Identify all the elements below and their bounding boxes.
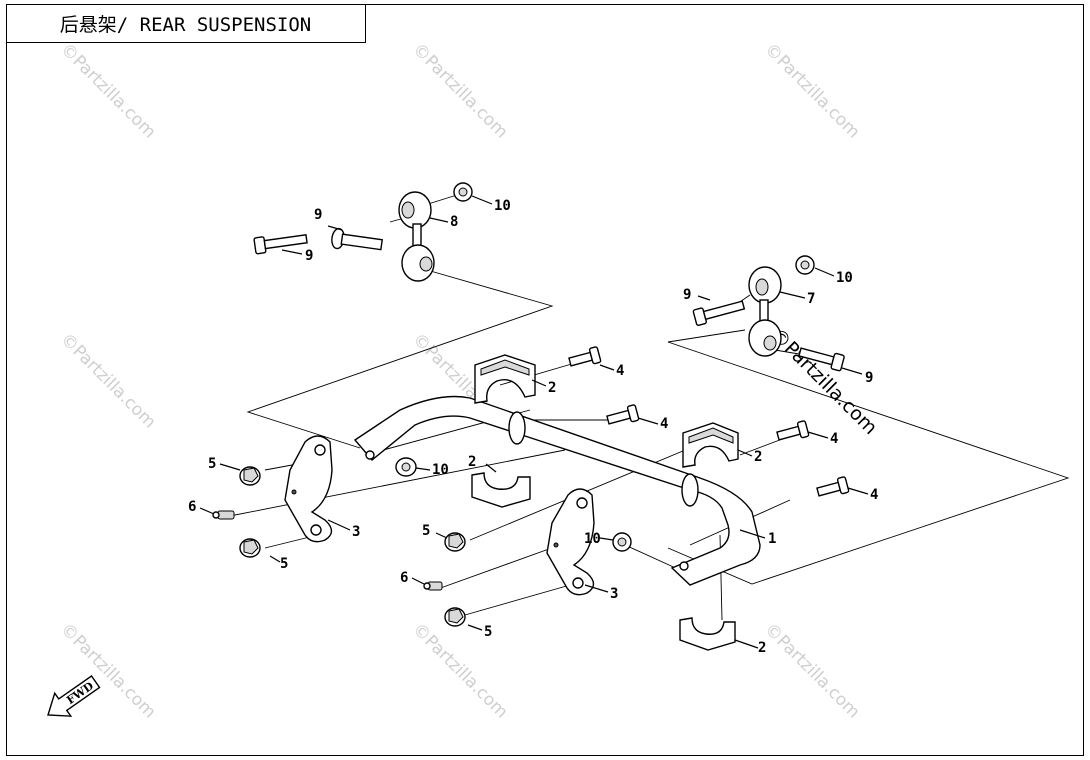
flange-nut xyxy=(239,466,261,486)
callout-4: 4 xyxy=(830,431,838,447)
callout-10: 10 xyxy=(494,198,511,214)
drawing-frame xyxy=(6,4,1084,756)
callout-5: 5 xyxy=(280,556,288,572)
callout-9: 9 xyxy=(305,248,313,264)
bolt xyxy=(606,404,640,425)
bracket xyxy=(284,435,333,543)
callout-4: 4 xyxy=(616,363,624,379)
callout-labels: 1 2 2 2 2 3 3 4 4 4 4 5 5 5 5 6 6 7 8 9 … xyxy=(188,198,878,656)
watermark: ©Partzilla.com xyxy=(408,39,511,142)
title-text: 后悬架/ REAR SUSPENSION xyxy=(59,13,312,36)
callout-5: 5 xyxy=(422,523,430,539)
callout-2: 2 xyxy=(548,380,556,396)
nut xyxy=(795,255,815,275)
watermark: ©Partzilla.com xyxy=(56,39,159,142)
link-bolt xyxy=(692,300,746,326)
bushing xyxy=(474,354,536,404)
bracket xyxy=(546,488,595,596)
watermark: ©Partzilla.com xyxy=(408,619,511,722)
watermarks: ©Partzilla.com ©Partzilla.com ©Partzilla… xyxy=(56,39,881,722)
callout-3: 3 xyxy=(610,586,618,602)
callout-9: 9 xyxy=(865,370,873,386)
callout-2: 2 xyxy=(754,449,762,465)
callout-10: 10 xyxy=(432,462,449,478)
bolt xyxy=(568,346,602,367)
fwd-arrow: FWD xyxy=(47,675,101,717)
callout-5: 5 xyxy=(484,624,492,640)
nut xyxy=(612,532,632,552)
watermark: ©Partzilla.com xyxy=(760,39,863,142)
nut xyxy=(453,182,473,202)
bushing-group xyxy=(471,354,739,651)
nut xyxy=(395,457,417,477)
link-bolt xyxy=(253,234,308,255)
watermark: ©Partzilla.com xyxy=(56,329,159,432)
callout-7: 7 xyxy=(807,291,815,307)
callout-10: 10 xyxy=(584,531,601,547)
callout-3: 3 xyxy=(352,524,360,540)
flange-nut xyxy=(444,607,466,627)
stabilizer-bar xyxy=(353,395,761,586)
grease-fitting xyxy=(212,510,235,520)
bushing xyxy=(679,617,736,651)
callout-6: 6 xyxy=(400,570,408,586)
watermark: ©Partzilla.com xyxy=(760,619,863,722)
callout-2: 2 xyxy=(468,454,476,470)
callout-10: 10 xyxy=(836,270,853,286)
link-bolt xyxy=(331,227,384,251)
stabilizer-link-right xyxy=(748,266,782,357)
grease-fitting xyxy=(423,581,443,591)
link-bolt xyxy=(798,347,845,372)
leader-lines xyxy=(199,195,869,649)
callout-1: 1 xyxy=(768,531,776,547)
callout-5: 5 xyxy=(208,456,216,472)
callout-4: 4 xyxy=(660,416,668,432)
bushing xyxy=(471,472,531,508)
bolt xyxy=(776,420,810,441)
guide-lines xyxy=(229,193,1070,621)
callout-9: 9 xyxy=(314,207,322,223)
callout-4: 4 xyxy=(870,487,878,503)
flange-nut xyxy=(239,538,261,558)
diagram-title: 后悬架/ REAR SUSPENSION xyxy=(6,4,366,43)
callout-9: 9 xyxy=(683,287,691,303)
bolt xyxy=(816,476,850,497)
bushing xyxy=(682,422,739,468)
callout-6: 6 xyxy=(188,499,196,515)
stabilizer-link-left xyxy=(398,191,435,282)
callout-8: 8 xyxy=(450,214,458,230)
callout-2: 2 xyxy=(758,640,766,656)
flange-nut xyxy=(444,532,466,552)
